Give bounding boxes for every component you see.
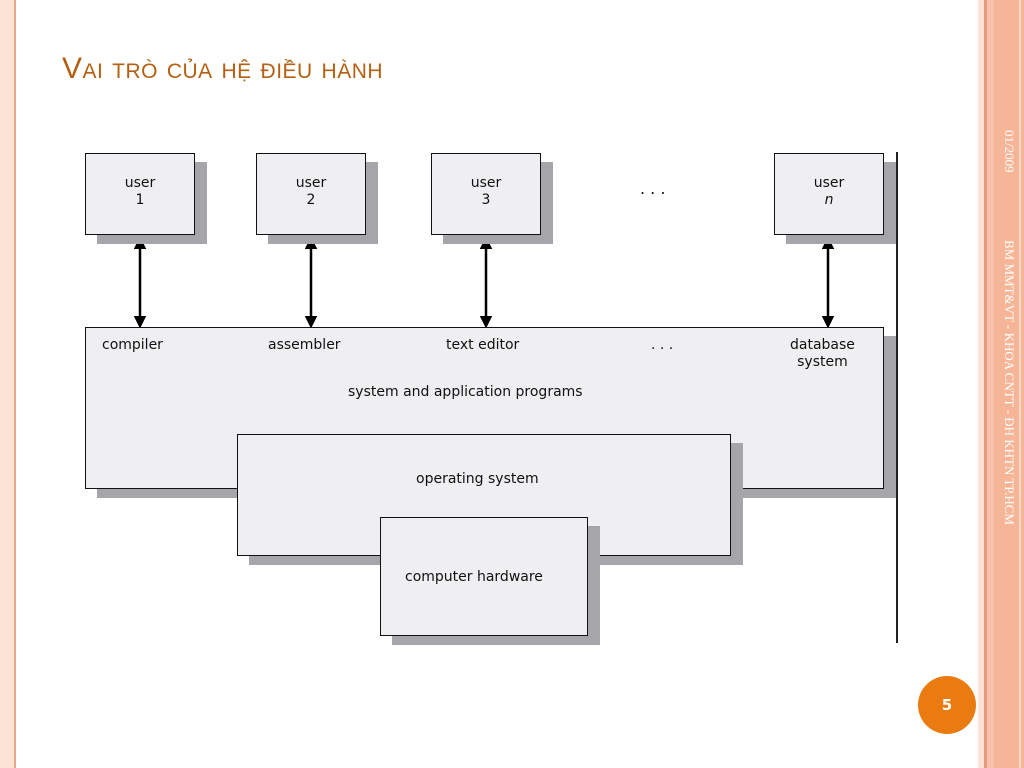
users-ellipsis: . . . [640,179,666,198]
program-text-editor: text editor [446,337,520,353]
user-id: n [824,192,834,208]
program-assembler: assembler [268,337,341,353]
right-stripe [984,0,987,768]
user-label: user [813,175,845,191]
program-database-system: database system [790,337,855,370]
programs-ellipsis: . . . [651,337,674,353]
right-stripe [978,0,984,768]
slide-title: Vai trò của hệ điều hành [62,52,384,85]
user-label: user [295,175,327,191]
user-2-box: user 2 [256,153,366,235]
user-3-box: user 3 [431,153,541,235]
operating-system-label: operating system [416,471,539,487]
sidebar-organization: BM MMT&VT - KHOA CNTT - ĐH KHTN TP.HCM [1002,240,1017,525]
application-programs-layer: compiler assembler text editor . . . dat… [85,327,884,489]
computer-hardware-layer: computer hardware [380,517,588,636]
computer-hardware-label: computer hardware [405,569,543,585]
user-label: user [470,175,502,191]
right-stripe [987,0,994,768]
right-stripe [1019,0,1021,768]
left-border-line [14,0,16,768]
user-1-box: user 1 [85,153,195,235]
program-compiler: compiler [102,337,163,353]
diagram-right-border [896,152,898,643]
user-id: 3 [481,192,491,208]
left-decoration [0,0,16,768]
user-id: 2 [306,192,316,208]
user-label: user [124,175,156,191]
user-n-box: user n [774,153,884,235]
page-number-badge: 5 [918,676,976,734]
user-id: 1 [135,192,145,208]
sidebar-date: 01/2009 [1002,130,1017,173]
application-layer-label: system and application programs [348,384,583,400]
